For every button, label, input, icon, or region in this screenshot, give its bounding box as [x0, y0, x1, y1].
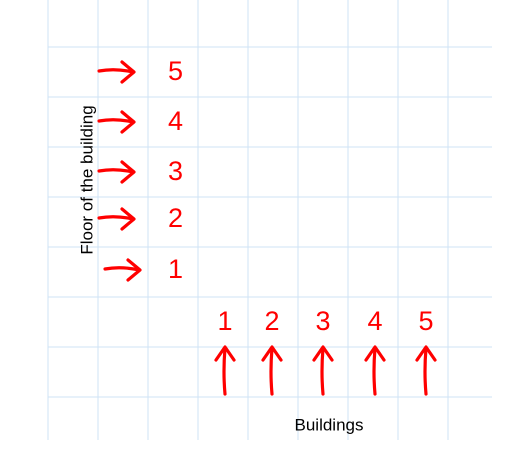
- up-arrow-icon: [214, 345, 236, 396]
- building-marker: 2: [261, 306, 283, 396]
- building-number: 2: [264, 306, 279, 336]
- building-number: 4: [367, 306, 382, 336]
- floor-marker: 5: [97, 56, 183, 86]
- floor-marker: 3: [97, 156, 183, 186]
- floor-axis-label: Floor of the building: [77, 105, 96, 254]
- right-arrow-icon: [97, 207, 136, 231]
- up-arrow-icon: [364, 345, 386, 396]
- floor-number: 3: [168, 156, 183, 186]
- floor-marker: 1: [103, 254, 183, 284]
- building-marker: 5: [415, 306, 437, 396]
- right-arrow-icon: [103, 258, 142, 282]
- right-arrow-icon: [97, 160, 136, 184]
- floor-marker: 4: [97, 106, 183, 136]
- floor-number: 5: [168, 56, 183, 86]
- floor-number: 1: [168, 254, 183, 284]
- right-arrow-icon: [97, 110, 136, 134]
- building-number: 5: [418, 306, 433, 336]
- building-marker: 3: [312, 306, 334, 396]
- floor-number: 4: [168, 106, 183, 136]
- up-arrow-icon: [312, 345, 334, 396]
- grid: [47, 0, 492, 440]
- building-marker: 4: [364, 306, 386, 396]
- right-arrow-icon: [97, 60, 136, 84]
- floor-markers: 5 4 3 2 1: [97, 56, 183, 284]
- up-arrow-icon: [415, 345, 437, 396]
- up-arrow-icon: [261, 345, 283, 396]
- buildings-axis-label: Buildings: [295, 415, 364, 434]
- floor-marker: 2: [97, 203, 183, 233]
- building-markers: 1 2 3 4 5: [214, 306, 437, 396]
- building-marker: 1: [214, 306, 236, 396]
- building-number: 1: [217, 306, 232, 336]
- building-number: 3: [315, 306, 330, 336]
- floor-number: 2: [168, 203, 183, 233]
